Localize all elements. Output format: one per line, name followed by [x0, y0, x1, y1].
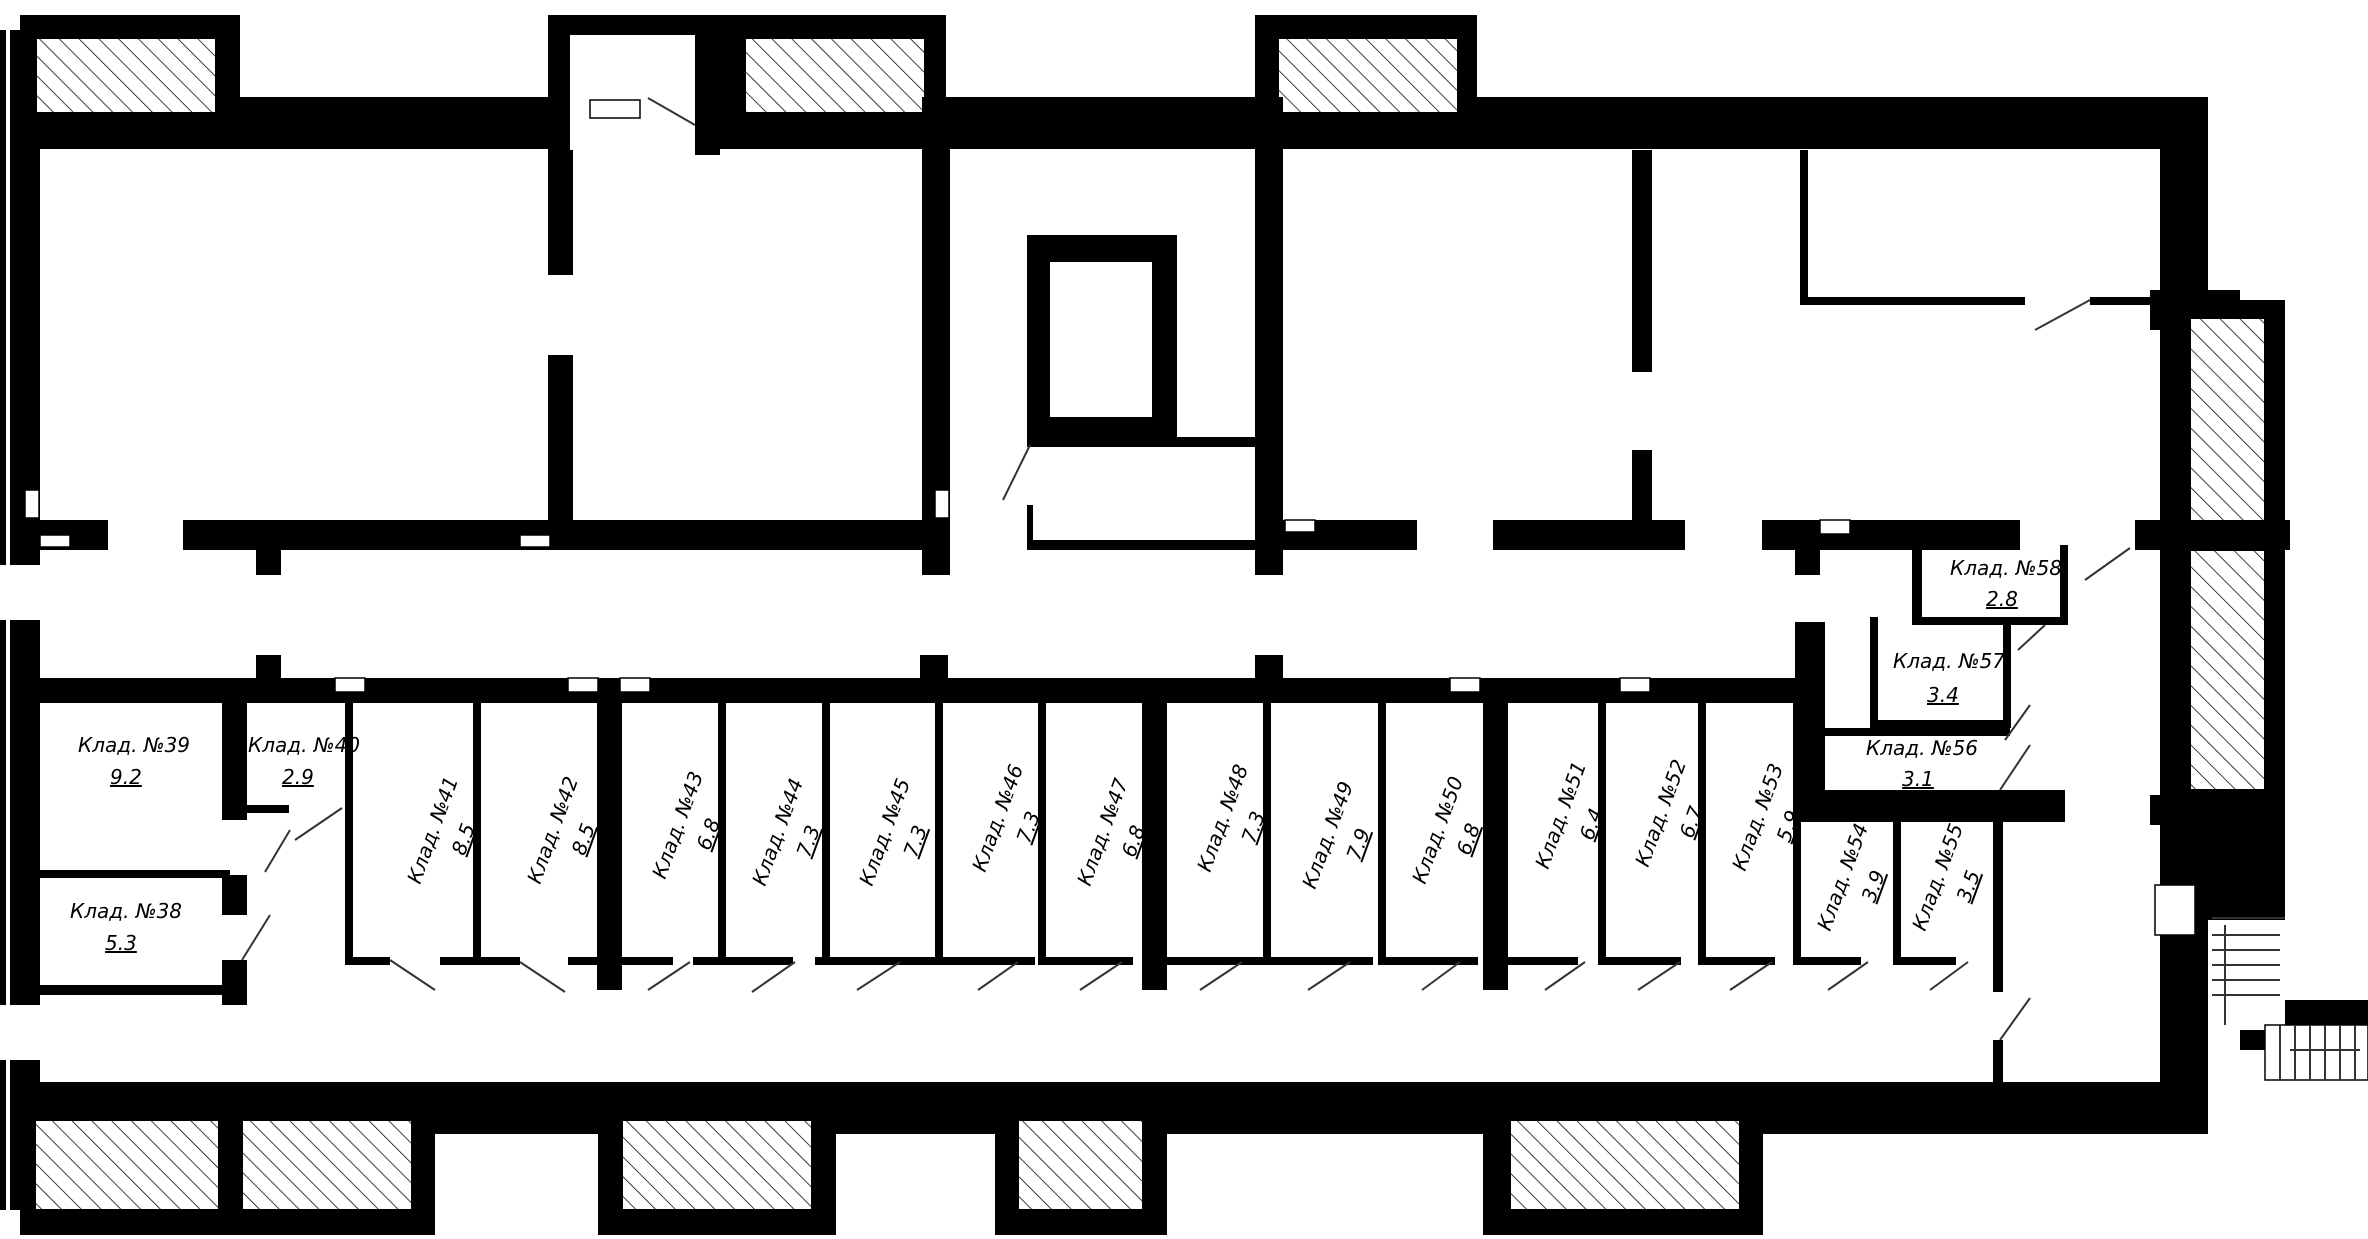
- staircase: [2154, 884, 2368, 1081]
- svg-text:Клад. №38: Клад. №38: [70, 899, 182, 923]
- room-45: Клад. №45 7.3: [854, 775, 932, 888]
- right-window-bays: [2189, 317, 2266, 791]
- bottom-window-bays: [20, 1090, 1763, 1235]
- room-49: Клад. №49 7.9: [1297, 778, 1375, 891]
- upper-interior-walls: [20, 97, 2290, 581]
- room-39: Клад. №39 9.2: [78, 733, 190, 789]
- room-58: Клад. №58 2.8: [1950, 556, 2062, 611]
- svg-text:Клад. №40: Клад. №40: [248, 733, 360, 757]
- svg-text:6.8: 6.8: [1452, 820, 1485, 858]
- room-40: Клад. №40 2.9: [248, 733, 360, 789]
- svg-text:5.3: 5.3: [105, 931, 137, 955]
- svg-text:2.8: 2.8: [1986, 587, 2018, 611]
- top-window-bays: [20, 15, 1477, 275]
- svg-text:3.9: 3.9: [1857, 867, 1890, 905]
- room-labels: Клад. №39 9.2 Клад. №40 2.9 Клад. №38 5.…: [70, 556, 2062, 955]
- room-52: Клад. №52 6.7: [1630, 756, 1708, 869]
- svg-text:9.2: 9.2: [110, 765, 142, 789]
- svg-text:8.5: 8.5: [567, 820, 600, 858]
- room-38: Клад. №38 5.3: [70, 899, 182, 955]
- room-57: Клад. №57 3.4: [1893, 649, 2005, 707]
- svg-text:Клад. №58: Клад. №58: [1950, 556, 2062, 580]
- svg-text:Клад. №39: Клад. №39: [78, 733, 190, 757]
- room-55: Клад. №55 3.5: [1907, 820, 1985, 933]
- svg-text:7.3: 7.3: [899, 822, 932, 860]
- lower-storage-walls: [20, 622, 2031, 1082]
- svg-text:3.4: 3.4: [1927, 683, 1959, 707]
- svg-text:3.5: 3.5: [1952, 867, 1985, 905]
- svg-text:3.1: 3.1: [1902, 767, 1934, 791]
- svg-text:Клад. №57: Клад. №57: [1893, 649, 2005, 673]
- room-51: Клад. №51 6.4: [1530, 758, 1608, 871]
- svg-text:Клад. №56: Клад. №56: [1866, 736, 1978, 760]
- svg-text:7.3: 7.3: [792, 822, 825, 860]
- room-54: Клад. №54 3.9: [1812, 820, 1890, 933]
- svg-text:2.9: 2.9: [282, 765, 314, 789]
- svg-text:7.9: 7.9: [1342, 825, 1375, 863]
- room-56: Клад. №56 3.1: [1866, 736, 1978, 791]
